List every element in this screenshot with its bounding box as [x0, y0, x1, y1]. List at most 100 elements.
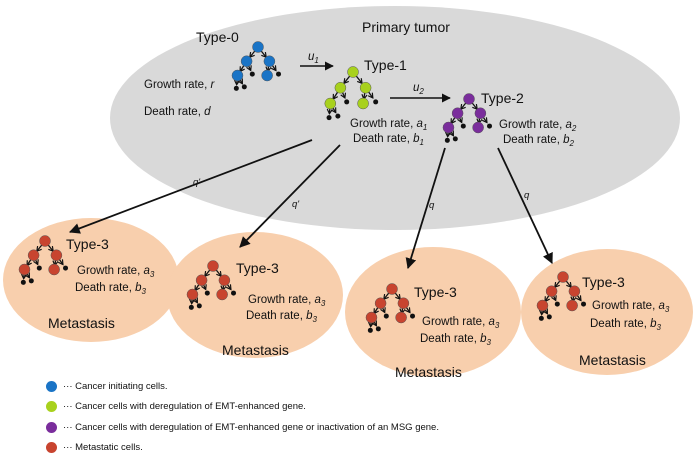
metastasis-2-labels: Type-3 Growth rate, a3 Death rate, b3 Me…	[222, 260, 326, 358]
dead-cell-marker	[63, 265, 69, 271]
type3-growth-rate: Growth rate, a3	[77, 265, 155, 279]
legend-text: ··· Metastatic cells.	[63, 441, 143, 453]
metastasis-1-labels: Type-3 Growth rate, a3 Death rate, b3 Me…	[48, 236, 155, 331]
cell	[557, 271, 569, 283]
metastasis-caption: Metastasis	[579, 352, 646, 368]
cell	[395, 311, 407, 324]
cell-trees	[18, 41, 587, 333]
cell	[195, 274, 208, 286]
type3-label: Type-3	[414, 284, 457, 300]
cell	[472, 121, 484, 134]
label-u1: u1	[308, 51, 319, 65]
dead-cell-marker	[28, 278, 34, 284]
label-qprime-1: q'	[193, 177, 201, 188]
cell	[347, 66, 359, 78]
cell	[18, 263, 31, 276]
dead-cell-marker	[460, 123, 466, 129]
legend-item-emt-cells: ··· Cancer cells with deregulation of EM…	[46, 398, 686, 414]
dead-cell-marker	[538, 315, 544, 321]
dead-cell-marker	[196, 303, 202, 309]
dead-cell-marker	[188, 304, 194, 310]
cell	[231, 69, 244, 82]
metastasis-caption: Metastasis	[48, 315, 115, 331]
type0-label: Type-0	[196, 29, 239, 45]
dead-cell-marker	[581, 301, 587, 307]
cell	[263, 55, 276, 67]
label-u2: u2	[413, 82, 424, 96]
dead-cell-marker	[373, 99, 379, 105]
arrow-to-metastasis-4	[497, 147, 553, 264]
cell	[451, 107, 464, 119]
primary-tumor-region	[110, 6, 680, 230]
dead-cell-marker	[231, 290, 237, 296]
cell	[442, 121, 455, 134]
legend-item-initiating-cells: ··· Cancer initiating cells.	[46, 378, 686, 394]
type2-label: Type-2	[481, 90, 524, 106]
dead-cell-marker	[335, 113, 341, 119]
dead-cell-marker	[326, 115, 332, 121]
cell	[357, 97, 369, 110]
type1-label: Type-1	[364, 57, 407, 73]
metastasis-region-3	[345, 247, 521, 377]
arrow-to-metastasis-1	[68, 139, 313, 234]
cell	[359, 82, 372, 94]
cell	[566, 299, 578, 312]
legend-item-msg-cells: ··· Cancer cells with deregulation of EM…	[46, 419, 686, 435]
metastasis-3-labels: Type-3 Growth rate, a3 Death rate, b3 Me…	[395, 284, 500, 380]
cell	[397, 297, 410, 309]
legend-item-metastatic-cells: ··· Metastatic cells.	[46, 439, 686, 455]
cell	[474, 107, 487, 119]
type1-growth-rate: Growth rate, a1	[350, 118, 427, 132]
dead-cell-marker	[444, 137, 450, 143]
label-qprime-2: q'	[292, 199, 300, 210]
primary-tumor-title: Primary tumor	[362, 19, 450, 35]
type1-death-rate: Death rate, b1	[353, 133, 424, 147]
cell	[365, 311, 378, 324]
dead-cell-marker	[367, 327, 373, 333]
dead-cell-marker	[249, 71, 255, 77]
type3-label: Type-3	[236, 260, 279, 276]
dead-cell-marker	[20, 279, 26, 285]
dead-cell-marker	[383, 313, 389, 319]
cell	[463, 93, 475, 105]
cell	[27, 249, 40, 261]
cell	[218, 274, 231, 286]
cell	[252, 41, 264, 53]
type2-death-rate: Death rate, b2	[503, 134, 575, 148]
dead-cell-marker	[375, 326, 381, 332]
metastasis-4-labels: Type-3 Growth rate, a3 Death rate, b3 Me…	[579, 274, 670, 368]
label-q-1: q	[429, 200, 435, 211]
dead-cell-marker	[452, 136, 458, 142]
dead-cell-marker	[554, 301, 560, 307]
legend-swatch	[46, 441, 57, 453]
cell	[216, 288, 228, 301]
type3-growth-rate: Growth rate, a3	[592, 300, 670, 314]
type0-death-rate: Death rate, d	[144, 106, 211, 118]
cell	[50, 249, 63, 261]
type3-growth-rate: Growth rate, a3	[248, 294, 326, 308]
dead-cell-marker	[233, 85, 239, 91]
cell	[261, 69, 273, 82]
arrow-to-metastasis-2	[239, 144, 341, 248]
cell	[386, 283, 398, 295]
cell	[536, 299, 549, 312]
dead-cell-marker	[344, 99, 350, 105]
type0-growth-rate: Growth rate, r	[144, 79, 215, 91]
type3-label: Type-3	[66, 236, 109, 252]
type3-death-rate: Death rate, b3	[590, 318, 662, 332]
type3-label: Type-3	[582, 274, 625, 290]
dead-cell-marker	[241, 84, 247, 90]
dead-cell-marker	[546, 314, 552, 320]
label-q-2: q	[524, 190, 530, 201]
type3-death-rate: Death rate, b3	[75, 282, 147, 296]
metastasis-region-1	[3, 218, 179, 342]
metastasis-caption: Metastasis	[222, 342, 289, 358]
legend-text: ··· Cancer cells with deregulation of EM…	[63, 421, 439, 433]
legend-swatch	[46, 380, 57, 392]
cell	[39, 235, 51, 247]
legend-swatch	[46, 421, 57, 433]
cell	[374, 297, 387, 309]
dead-cell-marker	[204, 290, 210, 296]
arrow-to-metastasis-3	[405, 147, 446, 270]
